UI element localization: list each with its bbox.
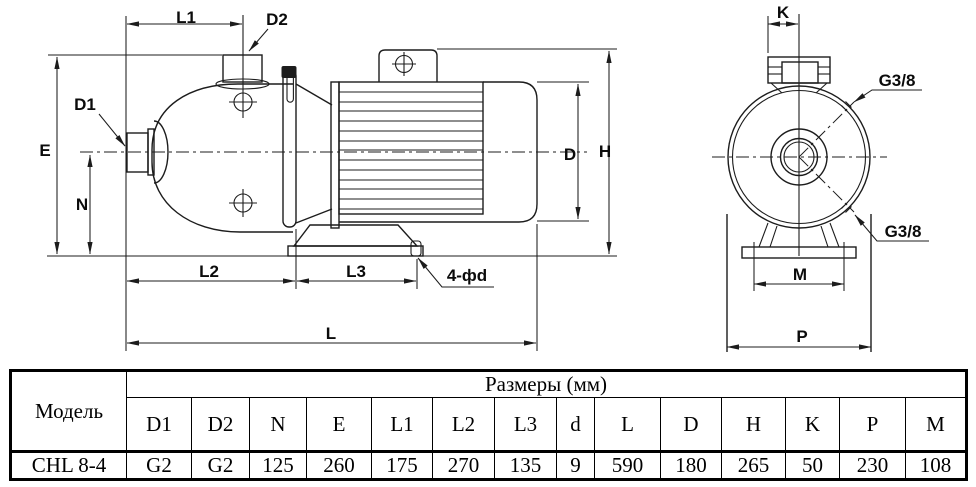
dim-label-g38-bottom: G3/8	[885, 222, 922, 241]
front-view-dimensions	[726, 16, 929, 350]
col-header-cell: H	[721, 397, 786, 452]
model-value-cell: CHL 8-4	[10, 450, 127, 480]
side-view-dimensions	[47, 16, 617, 351]
foot-bolt-boss	[410, 240, 422, 257]
value-cell: 175	[371, 450, 433, 480]
g38-plug-bottom	[841, 202, 852, 213]
value-cell: 50	[785, 450, 840, 480]
value-cell: 125	[249, 450, 307, 480]
col-header-cell: P	[839, 397, 906, 452]
col-header-cell: L	[594, 397, 661, 452]
value-cell: G2	[126, 450, 192, 480]
dim-label-g38-top: G3/8	[879, 71, 916, 90]
value-cell: 265	[721, 450, 786, 480]
pump-body	[151, 83, 293, 233]
g38-bottom-leader	[854, 214, 929, 242]
value-cell: 9	[556, 450, 595, 480]
dim-label-l3: L3	[346, 262, 366, 281]
plug-axis-bottom	[798, 156, 855, 213]
sizes-header-cell: Размеры (мм)	[125, 370, 968, 398]
clamp-band	[281, 66, 297, 228]
dim-label-d1: D1	[74, 95, 96, 114]
dim-label-k: K	[777, 3, 790, 22]
dimensions-table: Модель Размеры (мм) D1 D2 N E L1 L2 L3 d…	[9, 369, 969, 481]
col-header-cell: D	[660, 397, 722, 452]
model-header-cell: Модель	[10, 370, 127, 452]
dim-label-d2: D2	[266, 10, 288, 29]
pump-technical-drawing: L1 D2 D1 E N L2 L3 4-фd L D H	[39, 3, 929, 352]
g38-top-leader	[853, 89, 922, 103]
value-cell: 135	[494, 450, 557, 480]
table-header-row: Модель Размеры (мм)	[10, 370, 968, 452]
pump-side-view	[80, 15, 587, 257]
value-cell: 270	[432, 450, 495, 480]
dim-label-p: P	[796, 327, 807, 346]
motor-adapter	[295, 81, 340, 229]
col-header-cell: D2	[191, 397, 250, 452]
drain-plug	[229, 189, 257, 217]
col-header-cell: E	[306, 397, 372, 452]
motor	[338, 81, 538, 223]
dim-label-l: L	[326, 324, 336, 343]
col-header-cell: N	[249, 397, 307, 452]
motor-fins	[339, 91, 483, 210]
dim-label-n: N	[76, 195, 88, 214]
value-cell: 108	[904, 450, 968, 480]
dim-label-d: D	[564, 145, 576, 164]
dim-label-l1: L1	[176, 8, 196, 27]
table-subheader-row: D1 D2 N E L1 L2 L3 d L D H K P M	[11, 397, 968, 452]
value-cell: 590	[594, 450, 661, 480]
pump-front-view	[712, 14, 887, 352]
dim-label-holes: 4-фd	[447, 266, 487, 285]
table-data-row: CHL 8-4 G2 G2 125 260 175 270 135 9 590 …	[10, 450, 968, 480]
col-header-cell: M	[904, 397, 968, 452]
pump-foot	[287, 224, 424, 257]
value-cell: G2	[191, 450, 250, 480]
value-cell: 260	[306, 450, 372, 480]
front-motor-silhouette	[726, 214, 872, 352]
dim-label-h: H	[599, 142, 611, 161]
dim-label-l2: L2	[199, 262, 219, 281]
col-header-cell: L1	[371, 397, 433, 452]
d1-leader	[98, 113, 126, 147]
terminal-lug	[378, 49, 438, 82]
dim-label-m: M	[793, 265, 807, 284]
col-header-cell: K	[785, 397, 840, 452]
value-cell: 180	[660, 450, 722, 480]
col-header-cell: d	[556, 397, 595, 452]
col-header-cell: D1	[126, 397, 192, 452]
dim-label-e: E	[39, 141, 50, 160]
lug-screw	[392, 52, 416, 76]
plug-axis-top	[798, 101, 855, 158]
g38-plug-top	[841, 101, 852, 112]
value-cell: 230	[839, 450, 906, 480]
col-header-cell: L3	[494, 397, 557, 452]
holes-leader	[417, 257, 494, 288]
clamp-bolt-head	[281, 66, 297, 78]
d2-leader	[248, 28, 269, 52]
col-header-cell: L2	[432, 397, 495, 452]
